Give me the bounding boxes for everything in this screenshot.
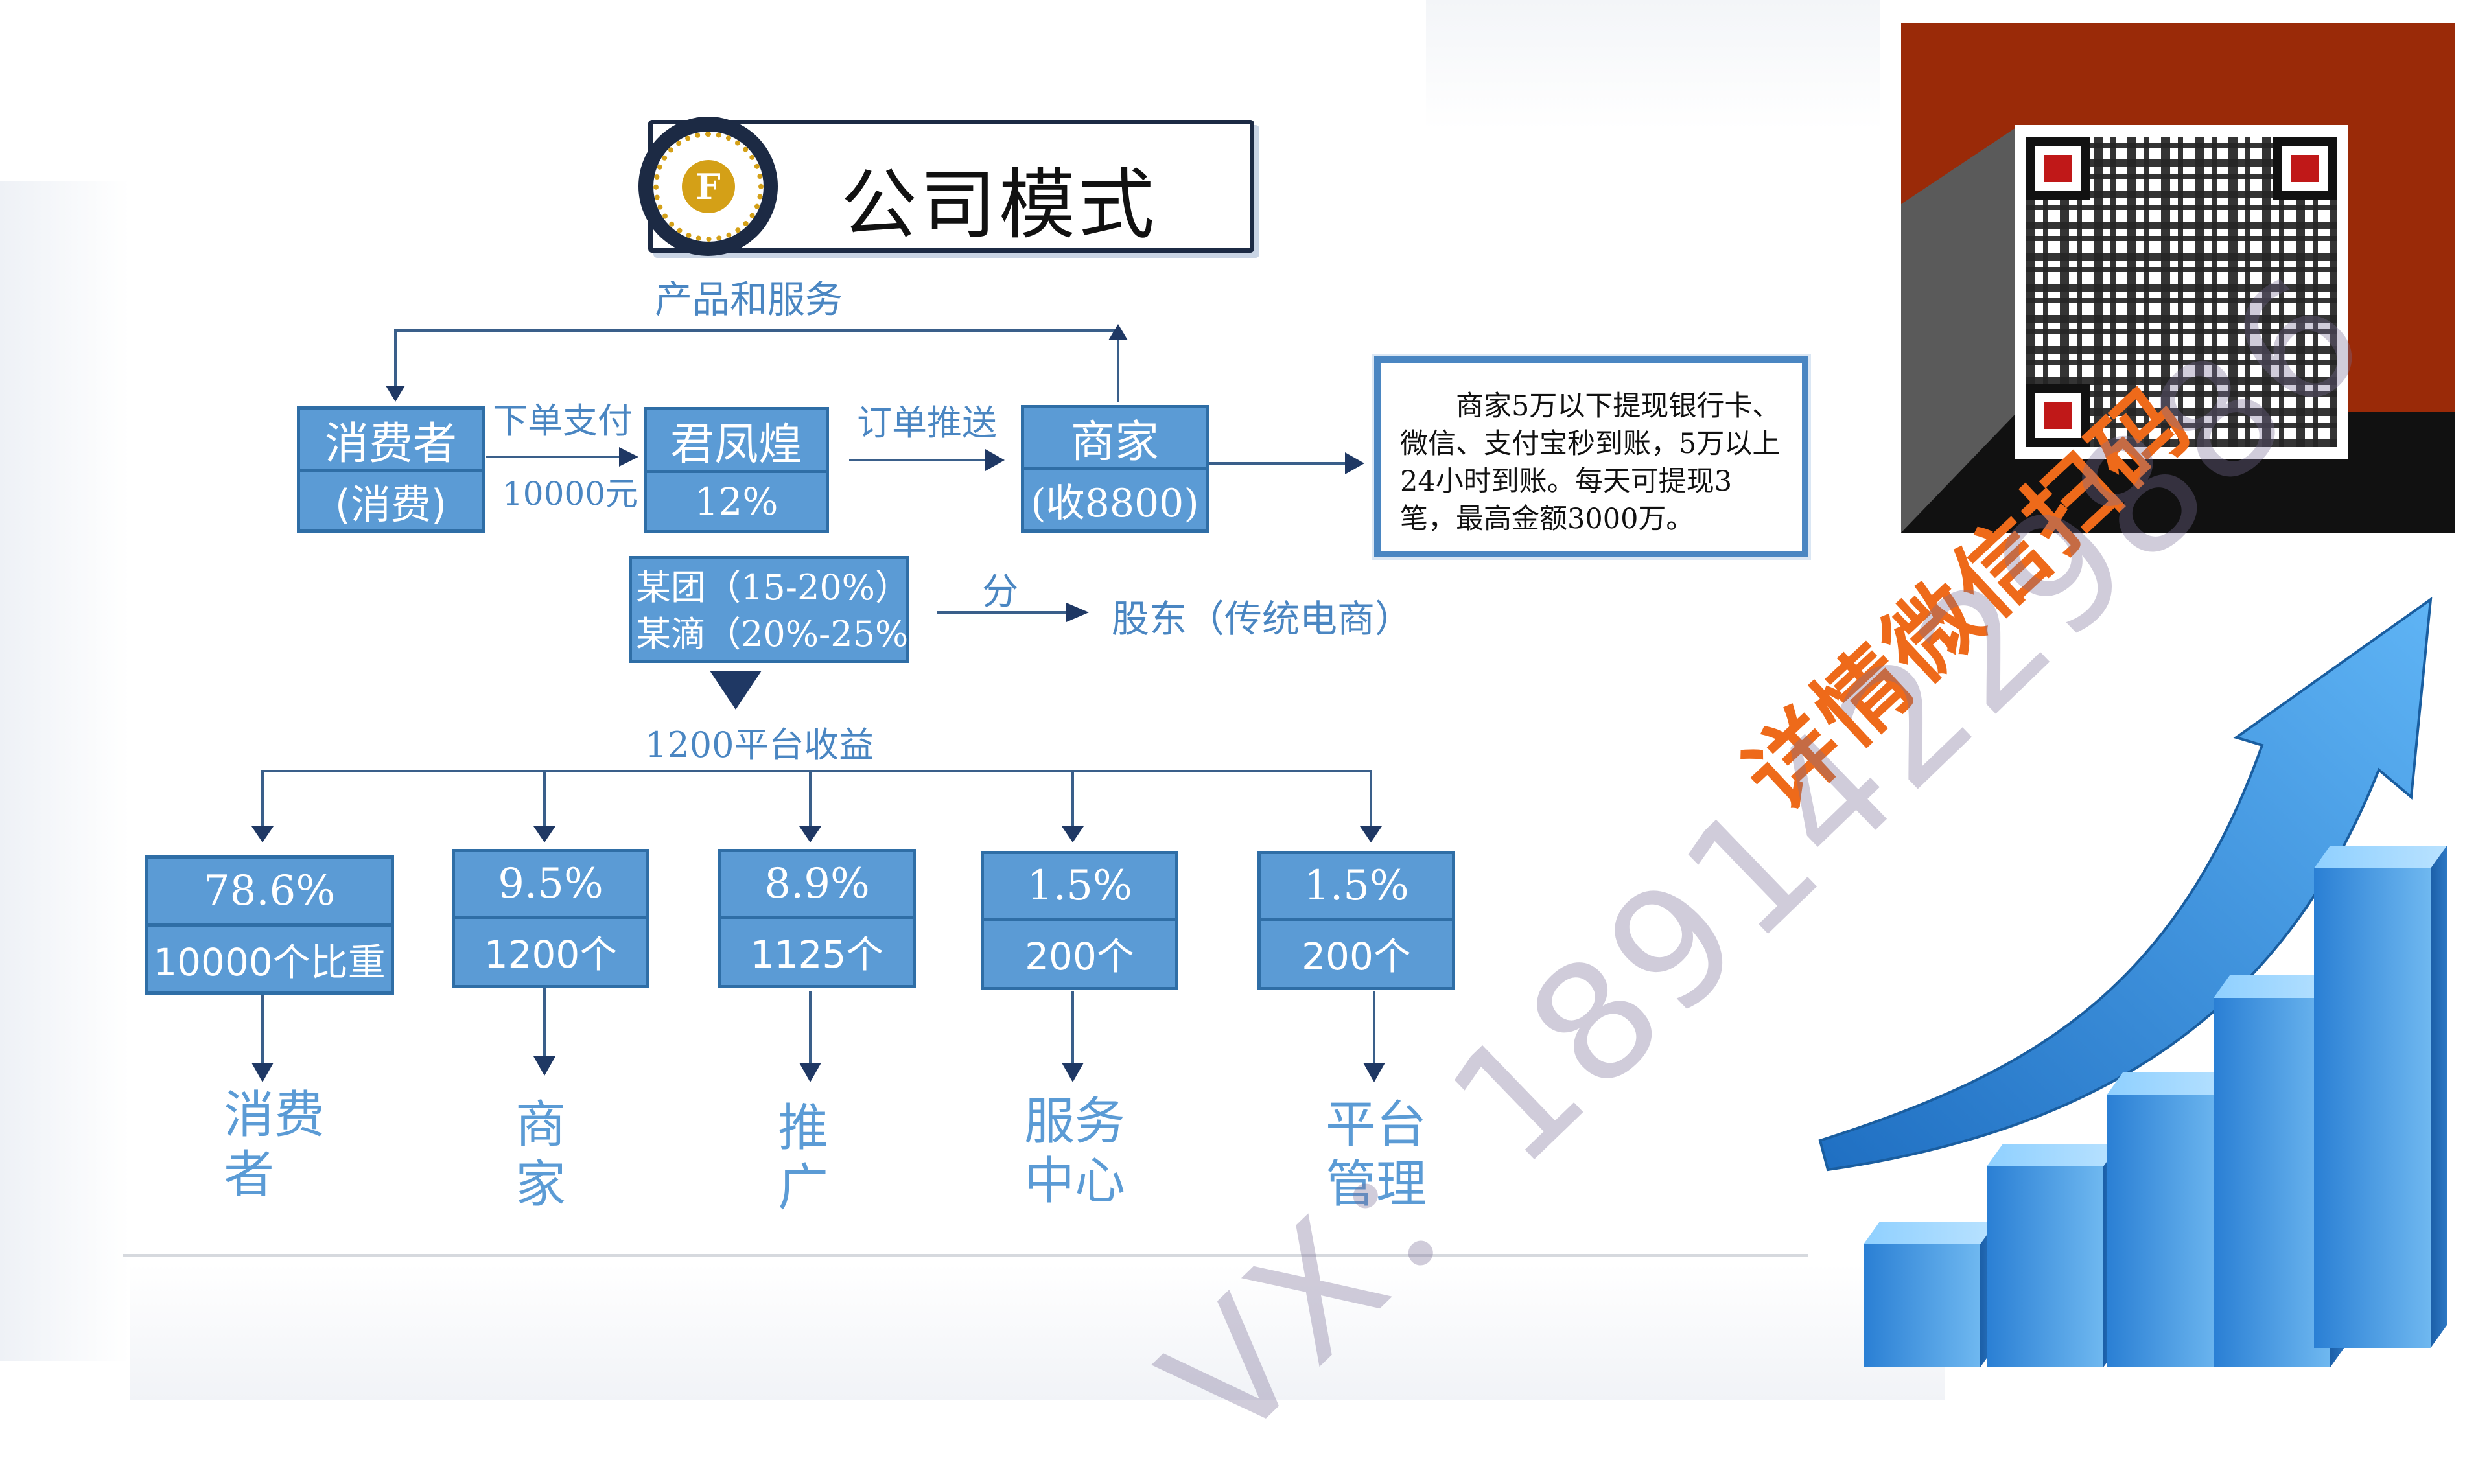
target-merchant: 商家	[515, 1096, 567, 1214]
target-consumer: 消费者	[224, 1086, 325, 1204]
platform-sub: 12%	[694, 480, 778, 524]
target-promotion: 推广	[778, 1099, 829, 1217]
withdrawal-info-box: 商家5万以下提现银行卡、微信、支付宝秒到账，5万以上24小时到账。每天可提现3笔…	[1374, 356, 1808, 557]
page-title: 公司模式	[841, 160, 1158, 249]
allocation-percent: 9.5%	[498, 860, 603, 908]
allocation-desc: 1200个	[484, 933, 618, 977]
target-service-center: 服务中心	[1024, 1093, 1126, 1211]
allocation-percent: 8.9%	[764, 860, 870, 908]
merchant-name: 商家	[1070, 416, 1159, 468]
background-shape-top	[1426, 0, 1880, 130]
qr-finder-bottom-left	[2026, 384, 2090, 447]
shareholders-label: 股东（传统电商）	[1112, 597, 1413, 641]
order-amount-label: 10000元	[502, 475, 638, 513]
qr-finder-top-left	[2026, 137, 2090, 200]
allocation-desc: 200个	[1025, 934, 1134, 979]
allocation-box-promotion: 8.9% 1125个	[718, 849, 916, 988]
merchant-box: 商家 (收8800)	[1021, 405, 1209, 533]
platform-name: 君凤煌	[670, 419, 802, 470]
allocation-percent: 78.6%	[203, 867, 336, 915]
products-services-label: 产品和服务	[655, 277, 843, 321]
background-shape-bottom	[130, 1264, 1945, 1400]
logo-emblem: F	[681, 159, 735, 213]
consumer-name: 消费者	[324, 418, 457, 470]
background-shape-left	[0, 181, 130, 1361]
allocation-box-consumer: 78.6% 10000个比重	[145, 855, 394, 995]
allocation-percent: 1.5%	[1027, 862, 1132, 910]
qr-panel	[1901, 23, 2455, 533]
target-platform-mgmt: 平台管理	[1326, 1096, 1427, 1214]
flow-connectors	[251, 324, 1385, 1082]
logo-letter: F	[695, 165, 721, 207]
growth-chart-illustration	[1818, 596, 2447, 1367]
allocation-box-platform-mgmt: 1.5% 200个	[1257, 851, 1455, 990]
allocation-desc: 1125个	[750, 933, 884, 977]
competitors-box: 某团（15-20%） 某滴（20%-25%）	[629, 556, 944, 663]
qr-code[interactable]	[2015, 125, 2348, 459]
split-label: 分	[982, 571, 1018, 613]
allocation-box-merchant: 9.5% 1200个	[452, 849, 649, 988]
qr-finder-top-right	[2273, 137, 2337, 200]
competitor-line-1: 某团（15-20%）	[636, 567, 910, 608]
divider-line	[123, 1254, 1808, 1257]
platform-revenue-label: 1200平台收益	[645, 725, 874, 765]
withdrawal-info-text: 商家5万以下提现银行卡、微信、支付宝秒到账，5万以上24小时到账。每天可提现3笔…	[1400, 390, 1781, 535]
allocation-desc: 200个	[1302, 934, 1411, 979]
competitor-line-2: 某滴（20%-25%）	[636, 614, 944, 655]
company-logo: F	[638, 117, 778, 256]
consumer-box: 消费者 (消费)	[297, 406, 485, 533]
allocation-box-service-center: 1.5% 200个	[981, 851, 1178, 990]
logo-ring: F	[653, 131, 764, 242]
allocation-percent: 1.5%	[1303, 862, 1409, 910]
platform-box: 君凤煌 12%	[644, 407, 829, 533]
allocation-desc: 10000个比重	[153, 940, 386, 984]
merchant-sub: (收8800)	[1031, 480, 1199, 526]
order-pay-label: 下单支付	[493, 400, 633, 441]
order-push-label: 订单推送	[857, 402, 997, 443]
consumer-sub: (消费)	[334, 481, 447, 528]
